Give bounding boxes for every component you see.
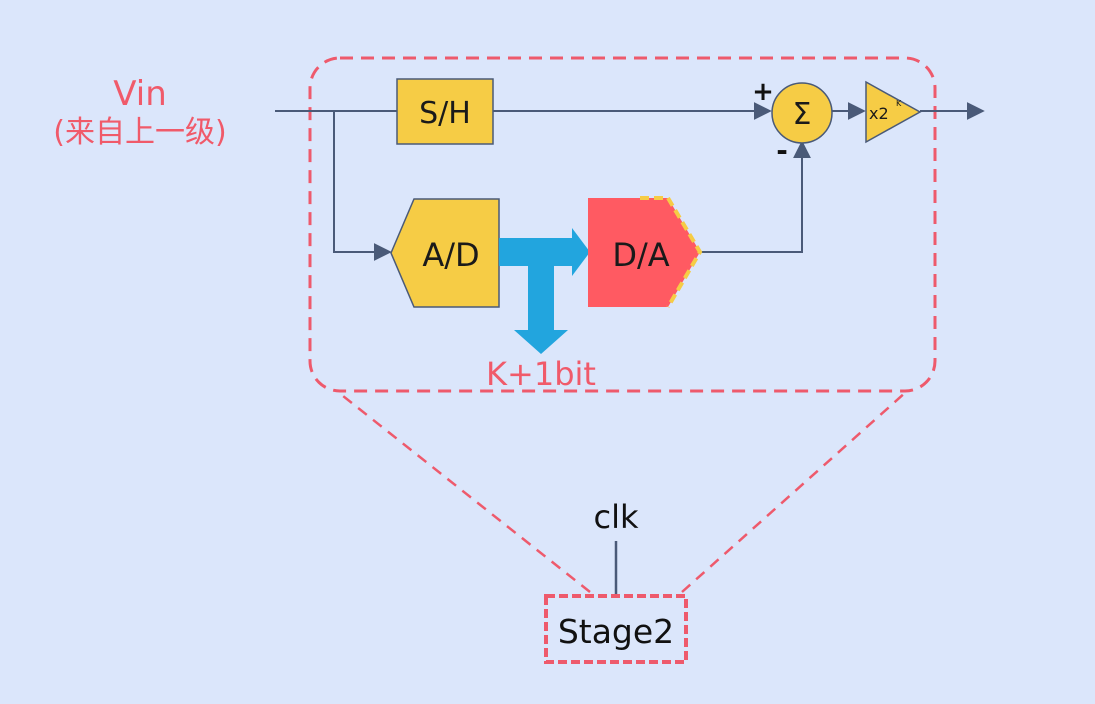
dac-label: D/A [612,236,669,274]
sample-hold-label: S/H [419,96,471,131]
sum-plus-sign: + [752,77,774,107]
stage2-label: Stage2 [558,612,674,651]
input-label: Vin [113,74,167,114]
sample-hold-block: S/H [396,78,494,145]
adc-branch-wire [333,111,392,261]
digital-output-label: K+1bit [486,355,596,393]
sum-minus-sign: - [776,134,788,167]
clock-label: clk [593,498,638,536]
gain-exponent: K [896,99,902,108]
gain-amplifier: x2 K [865,80,922,144]
digital-bus-arrow [499,228,590,354]
stage-detail-frame [308,56,937,393]
gain-label: x2 [869,104,889,123]
dac-block: D/A [588,196,703,309]
dac-to-sum-wire [700,140,811,253]
summing-junction: Σ + - [752,77,833,167]
input-source-label: (来自上一级) [53,115,226,150]
adc-label: A/D [422,236,479,274]
stage2-block: Stage2 [544,594,688,664]
adc-block: A/D [390,198,500,308]
zoom-line-right [681,391,907,593]
sum-symbol: Σ [793,97,812,132]
zoom-line-left [337,391,591,593]
